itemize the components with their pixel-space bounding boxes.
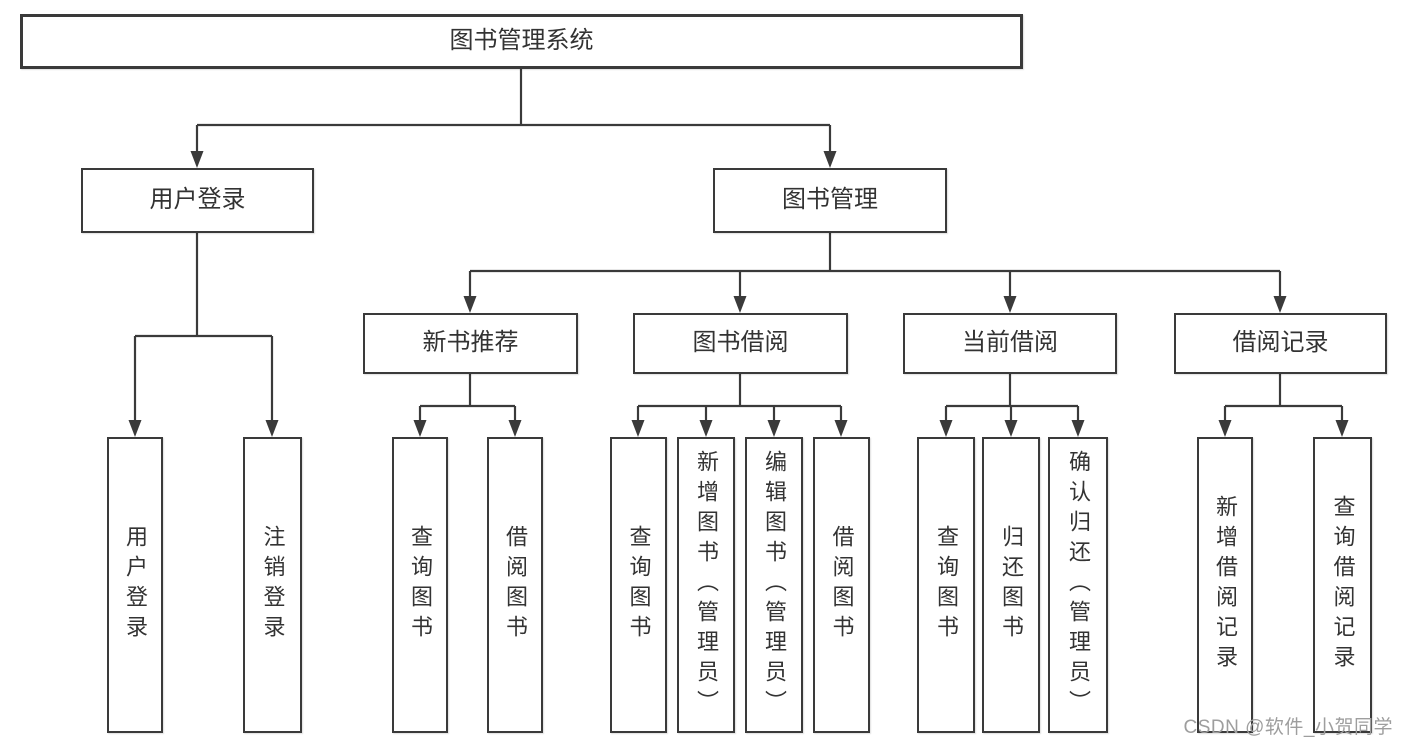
- node-library-system: 图书管理系统: [20, 14, 1023, 69]
- node-book-borrowing-label: 图书借阅: [692, 329, 789, 357]
- leaf-nbr-query-books: 查询图书: [392, 437, 448, 733]
- node-current-borrowing-label: 当前借阅: [962, 329, 1058, 357]
- node-current-borrowing: 当前借阅: [903, 313, 1117, 374]
- leaf-nbr-borrow-books: 借阅图书: [487, 437, 543, 733]
- node-new-book-recommend-label: 新书推荐: [422, 329, 519, 357]
- leaf-cb-confirm-return-admin: 确认归还（管理员）: [1048, 437, 1108, 733]
- leaf-br-add-borrow-record: 新增借阅记录: [1197, 437, 1253, 733]
- leaf-br-query-borrow-record: 查询借阅记录: [1313, 437, 1372, 733]
- node-user-login-branch-label: 用户登录: [149, 186, 246, 214]
- csdn-watermark: CSDN @软件_小贺同学: [1183, 717, 1393, 738]
- leaf-cb-return-books: 归还图书: [982, 437, 1040, 733]
- leaf-nbr-query-books-label: 查询图书: [408, 525, 433, 645]
- node-borrowing-records: 借阅记录: [1174, 313, 1387, 374]
- leaf-bb-borrow-books-label: 借阅图书: [829, 525, 855, 645]
- node-book-borrowing: 图书借阅: [633, 313, 848, 374]
- leaf-br-query-borrow-record-label: 查询借阅记录: [1330, 495, 1356, 675]
- leaf-cb-query-books-label: 查询图书: [934, 525, 959, 645]
- leaf-bb-add-books-admin-label: 新增图书（管理员）: [694, 450, 719, 720]
- arrowheads: [128, 151, 1349, 437]
- node-book-management-label: 图书管理: [782, 186, 878, 214]
- leaf-bb-query-books: 查询图书: [610, 437, 667, 733]
- leaf-logout-login: 注销登录: [243, 437, 302, 733]
- node-borrowing-records-label: 借阅记录: [1232, 329, 1329, 357]
- leaf-user-login-label: 用户登录: [123, 525, 148, 645]
- node-new-book-recommend: 新书推荐: [363, 313, 578, 374]
- node-book-management: 图书管理: [713, 168, 947, 233]
- node-user-login-branch: 用户登录: [81, 168, 314, 233]
- leaf-user-login: 用户登录: [107, 437, 163, 733]
- leaf-nbr-borrow-books-label: 借阅图书: [503, 525, 528, 645]
- leaf-cb-query-books: 查询图书: [917, 437, 975, 733]
- leaf-bb-add-books-admin: 新增图书（管理员）: [677, 437, 735, 733]
- leaf-cb-confirm-return-admin-label: 确认归还（管理员）: [1066, 450, 1091, 720]
- leaf-bb-edit-books-admin: 编辑图书（管理员）: [745, 437, 803, 733]
- leaf-br-add-borrow-record-label: 新增借阅记录: [1213, 495, 1238, 675]
- leaf-cb-return-books-label: 归还图书: [999, 525, 1024, 645]
- leaf-bb-borrow-books: 借阅图书: [813, 437, 870, 733]
- leaf-bb-edit-books-admin-label: 编辑图书（管理员）: [762, 450, 787, 720]
- node-library-system-label: 图书管理系统: [449, 27, 594, 55]
- leaf-logout-login-label: 注销登录: [260, 525, 286, 645]
- leaf-bb-query-books-label: 查询图书: [626, 525, 652, 645]
